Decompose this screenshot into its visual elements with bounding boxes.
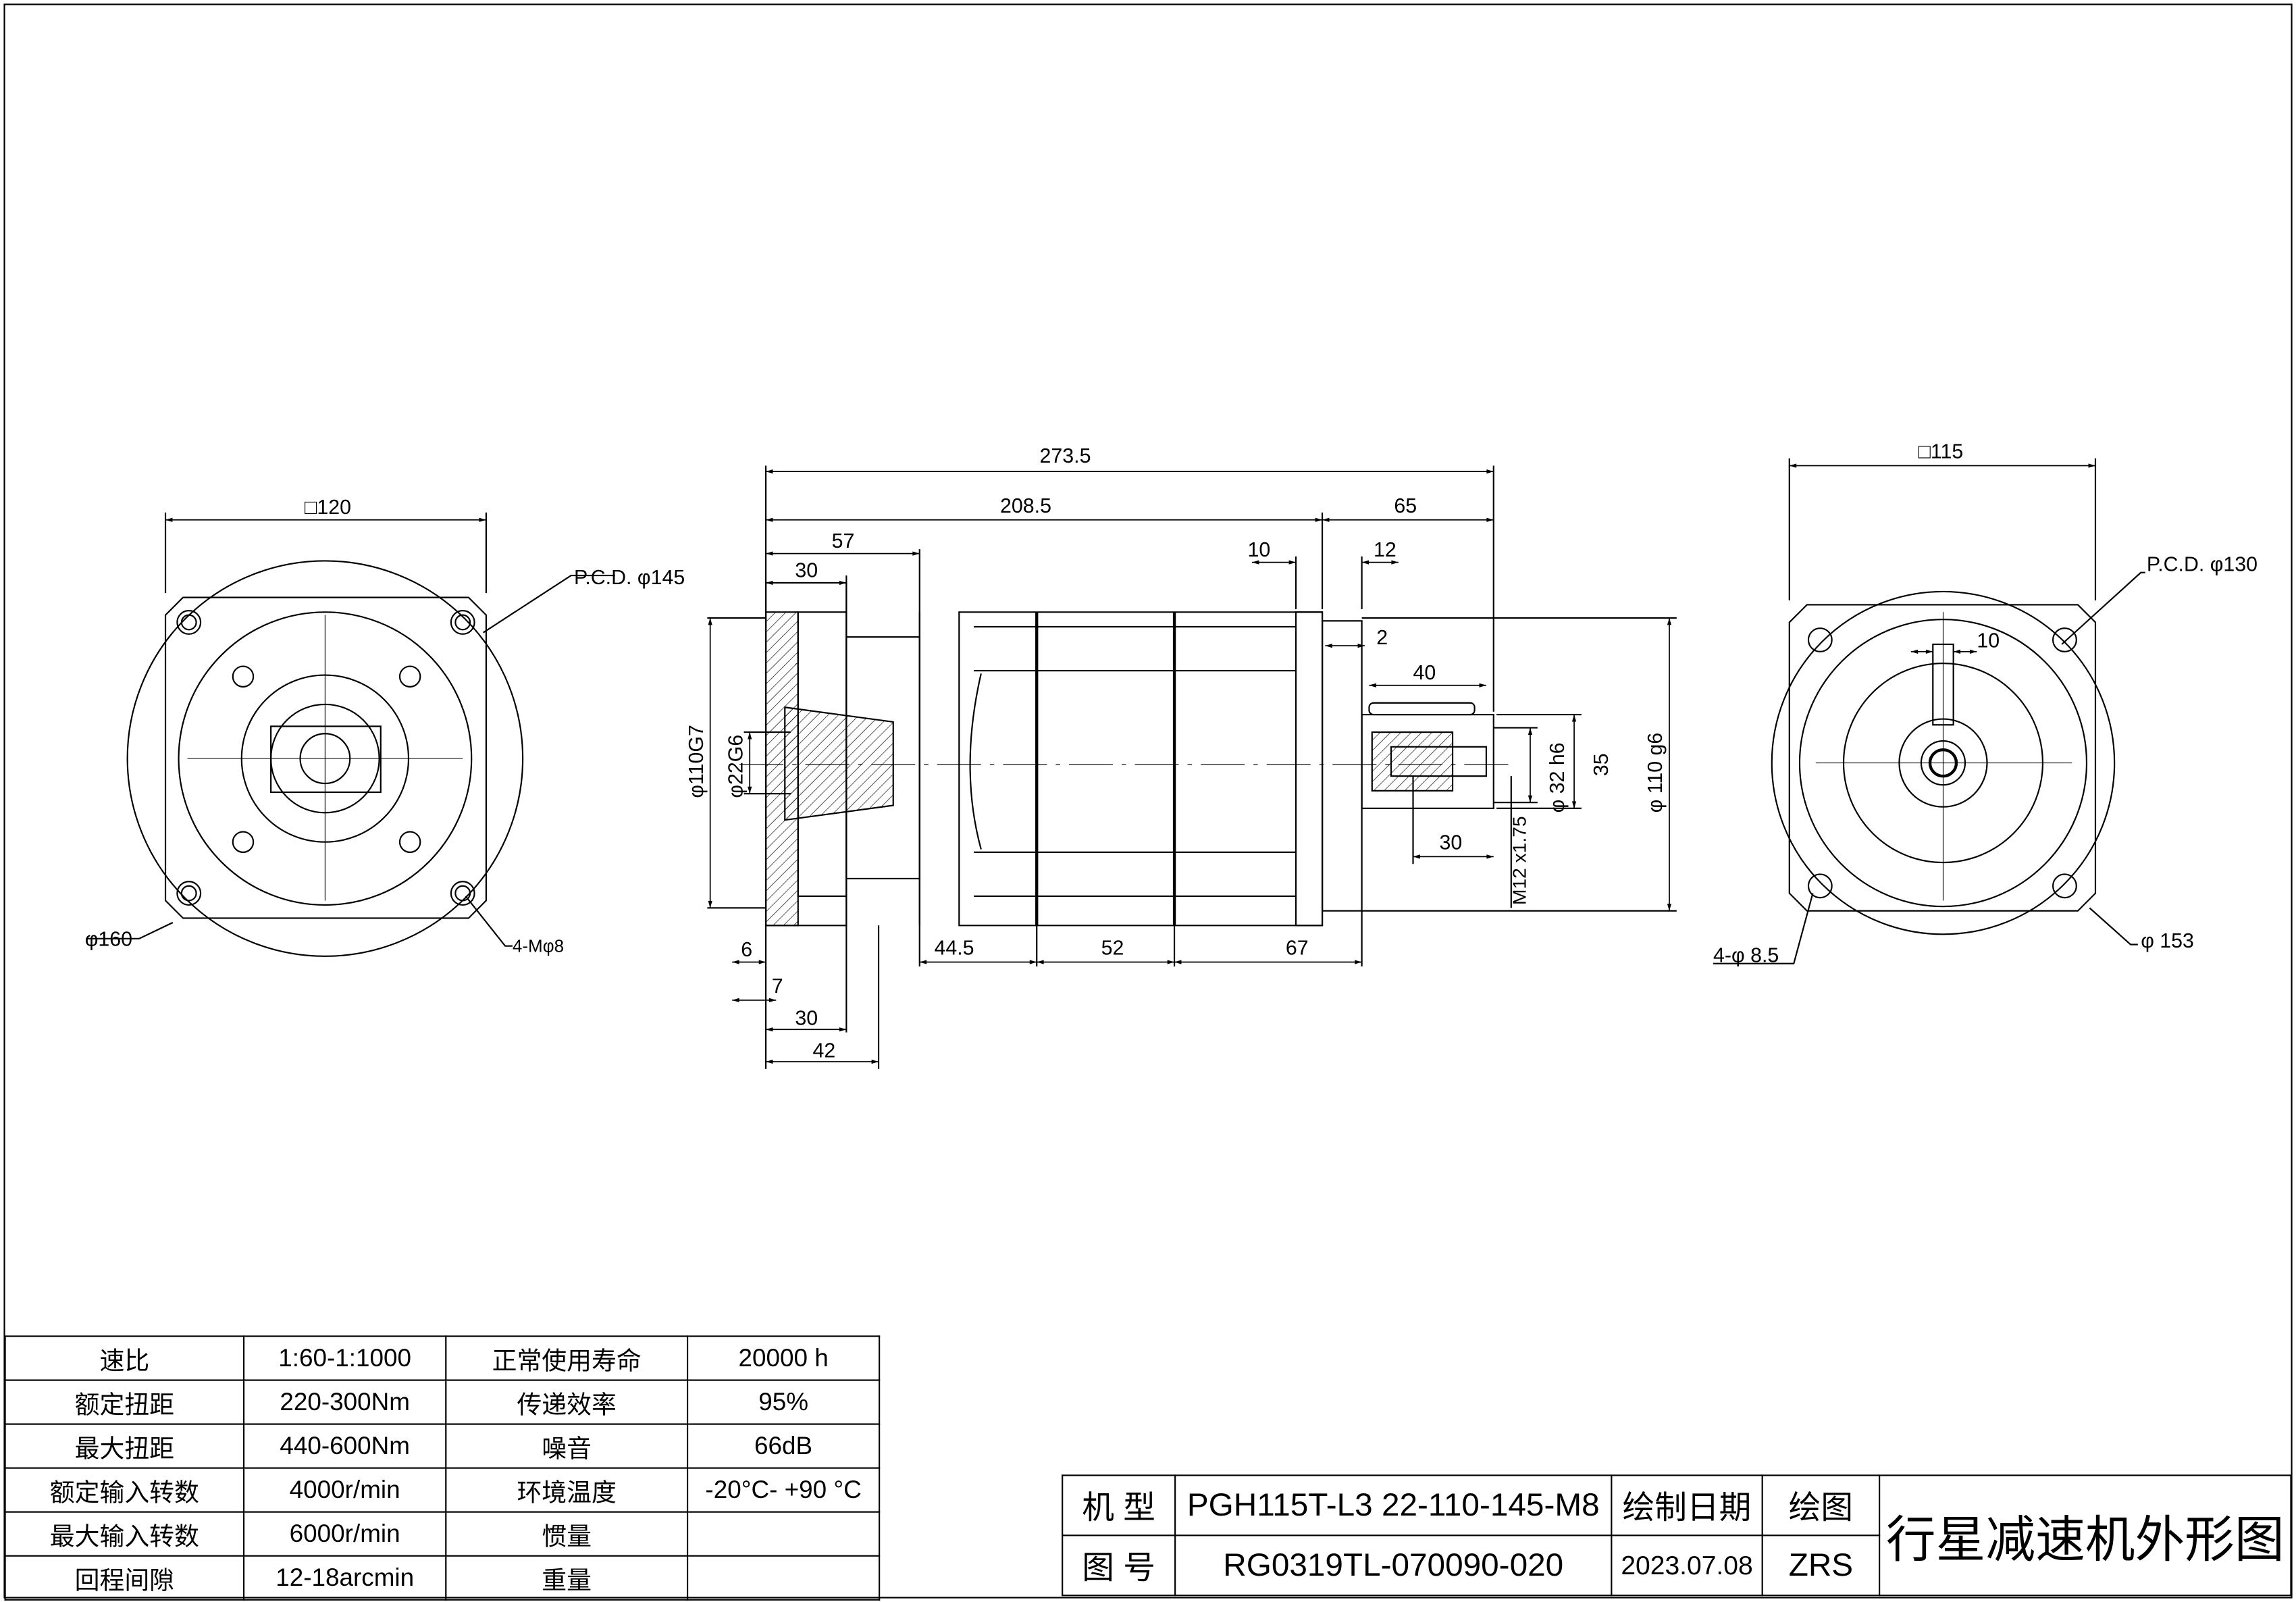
dim-body-length: 208.5 — [1000, 495, 1051, 517]
dim-key-height: 35 — [1590, 753, 1613, 776]
spec-value: 12-18arcmin — [242, 1555, 447, 1601]
dim-square: □115 — [1919, 441, 1964, 463]
dim-2: 2 — [1376, 627, 1388, 649]
spec-value — [686, 1511, 881, 1557]
dim-square: □120 — [305, 496, 351, 519]
spec-label: 重量 — [445, 1555, 689, 1601]
dim-thread: M12 x1.75 — [1508, 816, 1530, 905]
drawer-label: 绘图 — [1761, 1474, 1881, 1536]
dim-key-width: 10 — [1977, 629, 2000, 652]
dim-6: 6 — [741, 939, 752, 961]
spec-value: 95% — [686, 1379, 881, 1425]
mounting-hole — [176, 610, 475, 906]
dim-holes: 4-Mφ8 — [513, 935, 564, 956]
spec-label: 传递效率 — [445, 1379, 689, 1425]
drawer-value: ZRS — [1761, 1534, 1881, 1597]
drawing-no-value: RG0319TL-070090-020 — [1174, 1534, 1613, 1597]
date-value: 2023.07.08 — [1611, 1534, 1763, 1597]
dim-output-pilot: φ 110 g6 — [1644, 733, 1667, 813]
spec-value — [686, 1555, 881, 1601]
spec-label: 惯量 — [445, 1511, 689, 1557]
input-end-view: □120 P.C.D. φ145 φ160 4-Mφ8 — [85, 496, 685, 957]
dim-7: 7 — [772, 975, 783, 998]
dim-pilot-dia: φ110G7 — [685, 725, 708, 798]
spec-value: 440-600Nm — [242, 1423, 447, 1469]
dim-outer-dia: φ160 — [85, 929, 132, 951]
dim-67: 67 — [1286, 937, 1309, 960]
spec-label: 环境温度 — [445, 1467, 689, 1513]
dim-overall-length: 273.5 — [1040, 445, 1091, 467]
spec-label: 最大输入转数 — [4, 1511, 245, 1557]
model-label: 机 型 — [1062, 1474, 1176, 1536]
dim-holes: 4-φ 8.5 — [1713, 945, 1779, 967]
spec-label: 速比 — [4, 1335, 245, 1381]
mounting-hole — [1807, 627, 2077, 899]
dim-shaft-dia: φ 32 h6 — [1546, 742, 1569, 812]
date-label: 绘制日期 — [1611, 1474, 1763, 1536]
dim-42: 42 — [812, 1039, 835, 1062]
output-end-view: □115 P.C.D. φ130 10 4-φ 8.5 φ 153 — [1713, 441, 2258, 967]
spec-label: 正常使用寿命 — [445, 1335, 689, 1381]
dim-input-bore: φ22G6 — [725, 735, 747, 798]
table-row: 图 号 RG0319TL-070090-020 2023.07.08 ZRS — [1062, 1534, 2291, 1597]
spec-value: 6000r/min — [242, 1511, 447, 1557]
spec-label: 额定输入转数 — [4, 1467, 245, 1513]
dim-key-length: 40 — [1413, 662, 1436, 684]
table-row: 机 型 PGH115T-L3 22-110-145-M8 绘制日期 绘图 行星减… — [1062, 1474, 2292, 1597]
spec-label: 噪音 — [445, 1423, 689, 1469]
dim-adapter-length: 57 — [832, 530, 855, 552]
spec-label: 最大扭距 — [4, 1423, 245, 1469]
spec-label: 额定扭距 — [4, 1379, 245, 1425]
dim-thread-depth: 30 — [1440, 832, 1463, 854]
spec-value: 4000r/min — [242, 1467, 447, 1513]
dim-pcd: P.C.D. φ145 — [574, 567, 685, 589]
spec-value: 1:60-1:1000 — [242, 1335, 447, 1381]
side-section-view: 273.5 208.5 65 57 30 10 12 2 40 φ110G7 φ… — [685, 445, 1677, 1069]
dim-10: 10 — [1247, 539, 1270, 561]
sheet-border — [3, 3, 2293, 1599]
spec-label: 回程间隙 — [4, 1555, 245, 1601]
spec-value: -20°C- +90 °C — [686, 1467, 881, 1513]
dim-outer-dia: φ 153 — [2141, 930, 2194, 952]
dim-12: 12 — [1374, 539, 1397, 561]
dim-52: 52 — [1101, 937, 1124, 960]
dim-flange-top: 30 — [795, 559, 818, 582]
title-block: 机 型 PGH115T-L3 22-110-145-M8 绘制日期 绘图 行星减… — [1062, 1474, 2292, 1597]
drawing-title: 行星减速机外形图 — [1879, 1474, 2292, 1597]
dim-flange-bottom: 30 — [795, 1008, 818, 1030]
dim-44-5: 44.5 — [934, 937, 974, 960]
model-value: PGH115T-L3 22-110-145-M8 — [1174, 1474, 1613, 1536]
spec-value: 66dB — [686, 1423, 881, 1469]
dim-pcd: P.C.D. φ130 — [2147, 554, 2258, 576]
drawing-no-label: 图 号 — [1062, 1534, 1176, 1597]
dim-shaft-length: 65 — [1394, 495, 1417, 517]
spec-value: 220-300Nm — [242, 1379, 447, 1425]
spec-value: 20000 h — [686, 1335, 881, 1381]
